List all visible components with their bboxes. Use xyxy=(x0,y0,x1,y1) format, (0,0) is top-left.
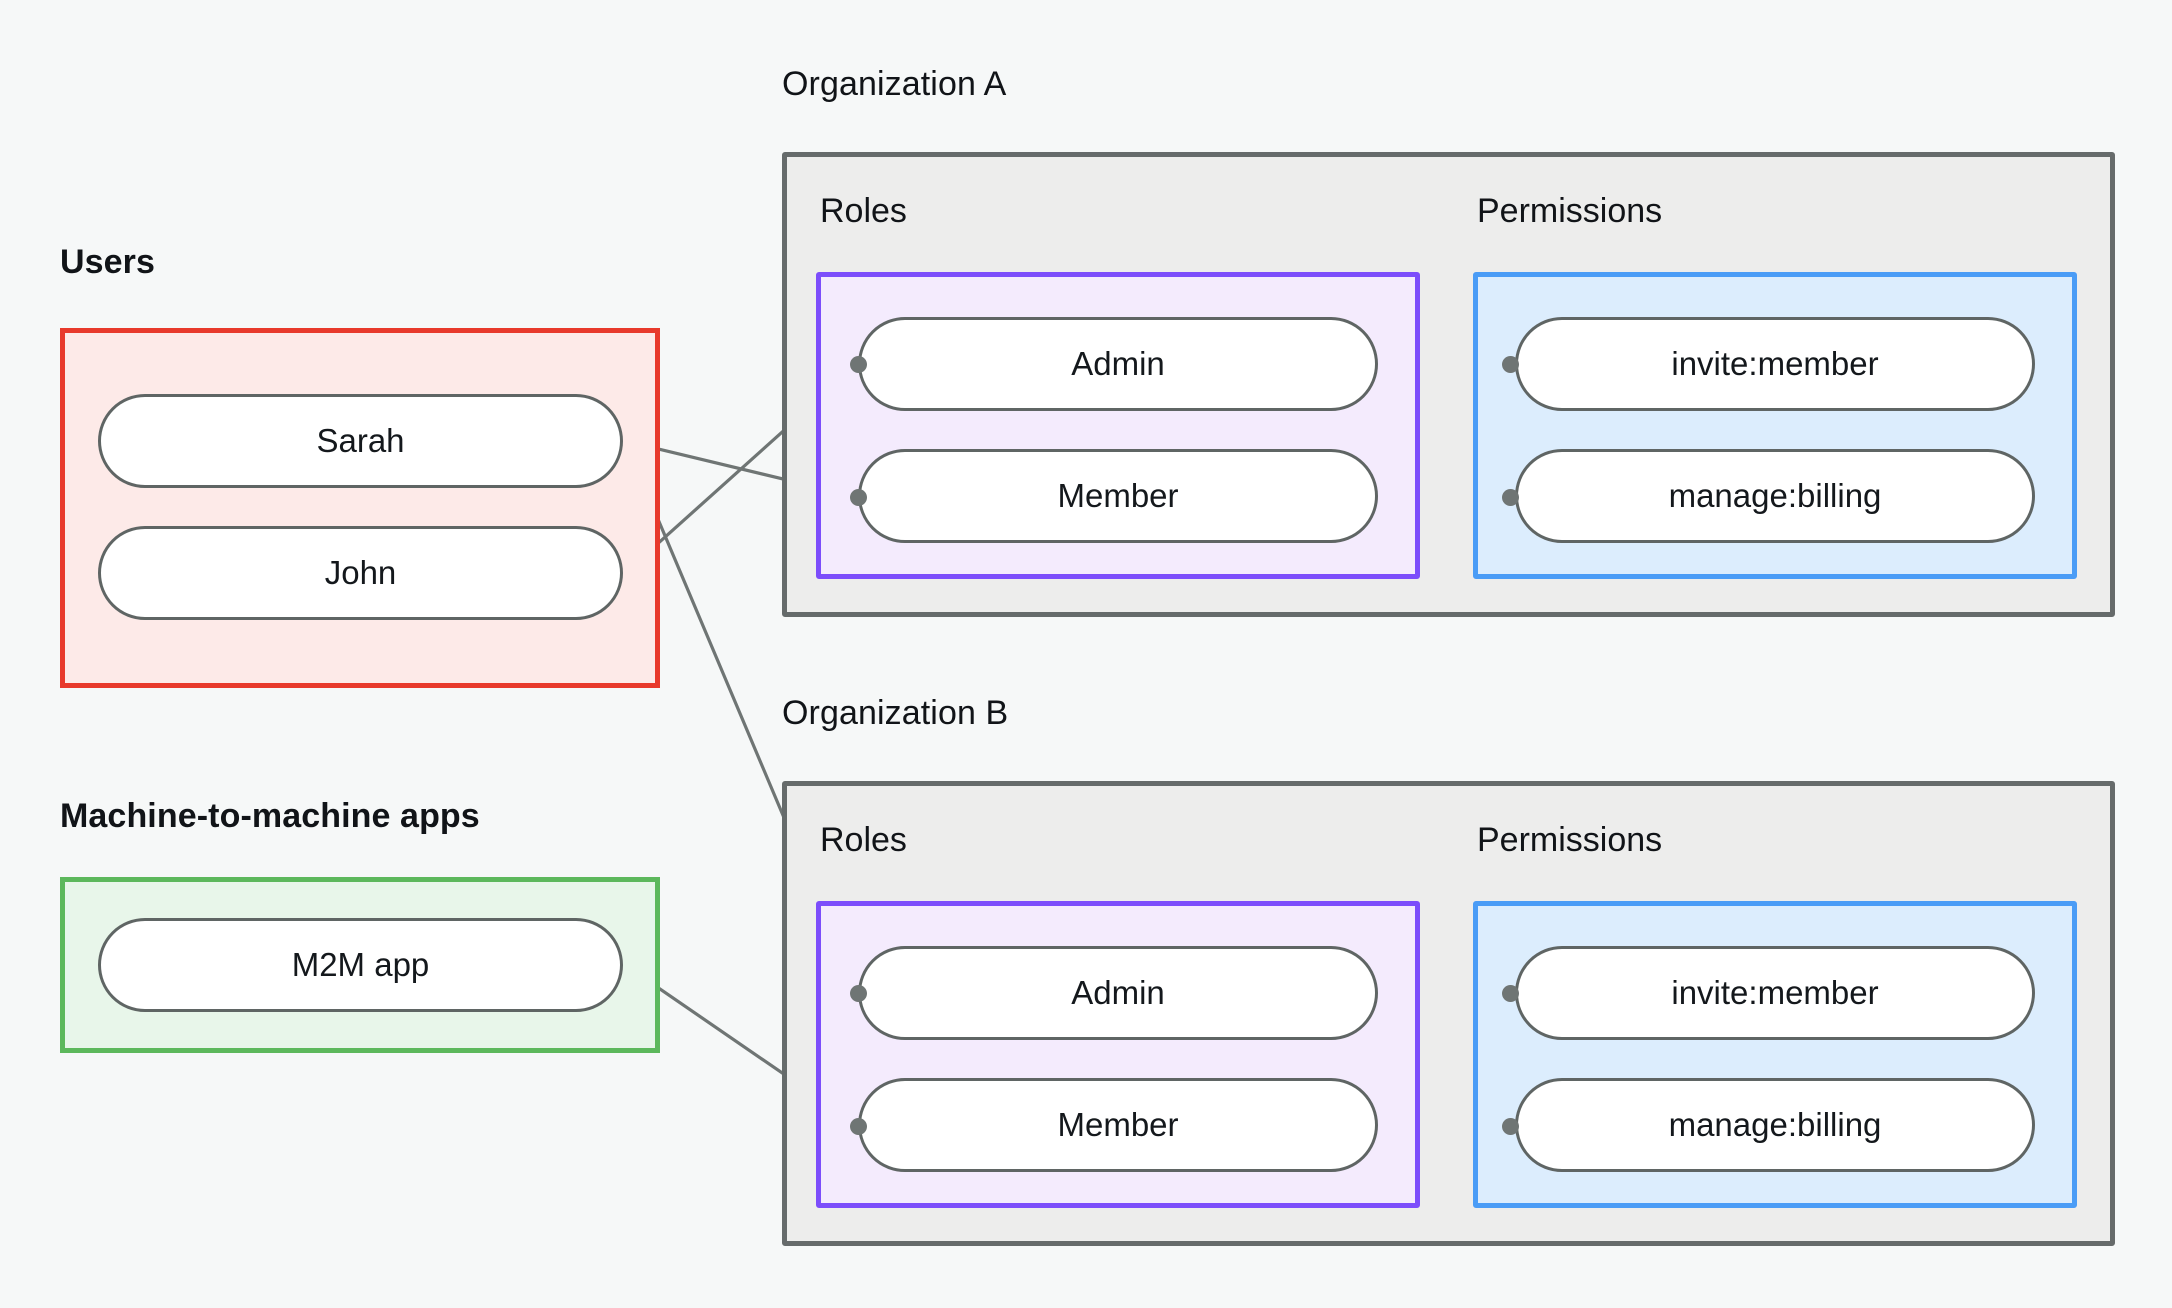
m2m-node-app-label: M2M app xyxy=(291,946,430,983)
user-node-john-label: John xyxy=(324,554,397,591)
org-b-role-member[interactable]: Member xyxy=(858,1078,1378,1172)
org-a-role-member-label: Member xyxy=(1057,477,1179,514)
org-a-label: Organization A xyxy=(782,65,1007,103)
org-b-permission-invite[interactable]: invite:member xyxy=(1515,946,2035,1040)
org-b-roles-label: Roles xyxy=(820,821,907,859)
org-a-permission-billing-dot xyxy=(1502,489,1519,506)
org-a-permission-invite-label: invite:member xyxy=(1671,345,1879,382)
org-a-role-member-dot xyxy=(850,489,867,506)
user-node-sarah-label: Sarah xyxy=(316,422,405,459)
org-a-role-admin-dot xyxy=(850,356,867,373)
m2m-group-label: Machine-to-machine apps xyxy=(60,797,480,835)
users-group-label: Users xyxy=(60,243,156,281)
user-node-john[interactable]: John xyxy=(98,526,623,620)
org-a-permission-invite-dot xyxy=(1502,356,1519,373)
org-b-permission-billing-dot xyxy=(1502,1118,1519,1135)
org-b-label: Organization B xyxy=(782,694,1009,732)
org-a-permission-billing-label: manage:billing xyxy=(1668,477,1882,514)
org-a-roles-label: Roles xyxy=(820,192,907,230)
m2m-node-app[interactable]: M2M app xyxy=(98,918,623,1012)
org-b-role-member-dot xyxy=(850,1118,867,1135)
org-b-role-member-label: Member xyxy=(1057,1106,1179,1143)
org-b-role-admin[interactable]: Admin xyxy=(858,946,1378,1040)
org-b-role-admin-dot xyxy=(850,985,867,1002)
user-node-sarah[interactable]: Sarah xyxy=(98,394,623,488)
org-b-permission-invite-label: invite:member xyxy=(1671,974,1879,1011)
org-b-permission-invite-dot xyxy=(1502,985,1519,1002)
org-a-role-member[interactable]: Member xyxy=(858,449,1378,543)
org-a-role-admin-label: Admin xyxy=(1071,345,1165,382)
org-a-permission-invite[interactable]: invite:member xyxy=(1515,317,2035,411)
org-b-permission-billing[interactable]: manage:billing xyxy=(1515,1078,2035,1172)
org-a-permissions-label: Permissions xyxy=(1477,192,1663,230)
org-b-permission-billing-label: manage:billing xyxy=(1668,1106,1882,1143)
org-b-role-admin-label: Admin xyxy=(1071,974,1165,1011)
users-zone xyxy=(60,328,660,688)
org-a-role-admin[interactable]: Admin xyxy=(858,317,1378,411)
org-a-permission-billing[interactable]: manage:billing xyxy=(1515,449,2035,543)
org-b-permissions-label: Permissions xyxy=(1477,821,1663,859)
